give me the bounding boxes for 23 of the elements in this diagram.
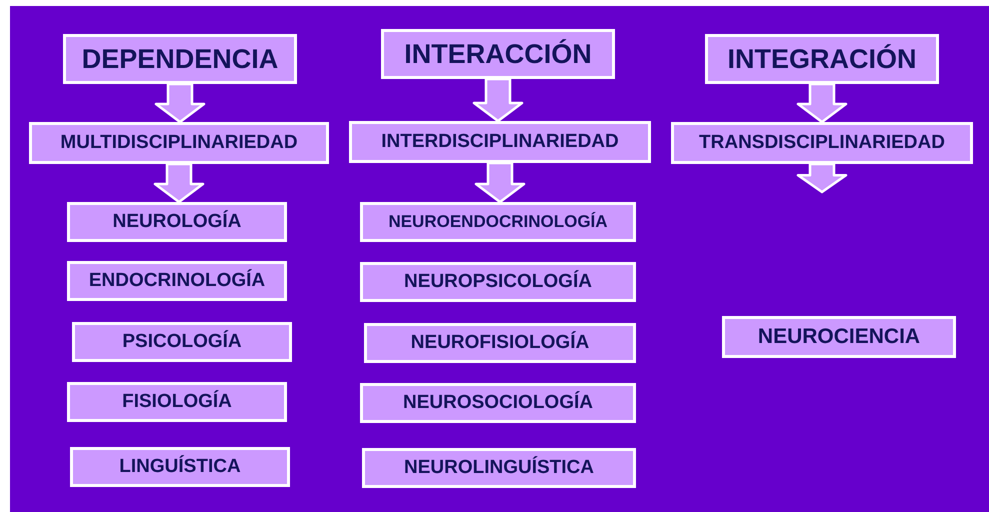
discipline-box: NEUROLINGUÍSTICA xyxy=(362,448,636,488)
block-arrow xyxy=(796,162,848,194)
block-arrow xyxy=(796,82,848,124)
discipline-box: NEUROPSICOLOGÍA xyxy=(360,262,636,302)
block-arrow xyxy=(154,82,206,124)
heading-box: INTERACCIÓN xyxy=(381,29,615,79)
heading-box: INTEGRACIÓN xyxy=(705,34,939,84)
heading-box: DEPENDENCIA xyxy=(63,34,297,84)
block-arrow xyxy=(474,162,526,204)
block-arrow xyxy=(154,162,204,204)
block-arrow xyxy=(472,78,524,122)
discipline-box: NEUROFISIOLOGÍA xyxy=(364,323,636,363)
discipline-box: NEUROCIENCIA xyxy=(722,316,956,358)
discipline-box: ENDOCRINOLOGÍA xyxy=(67,261,287,301)
discipline-box: LINGUÍSTICA xyxy=(70,447,290,487)
discipline-box: FISIOLOGÍA xyxy=(67,382,287,422)
discipline-box: NEUROENDOCRINOLOGÍA xyxy=(360,202,636,242)
category-box: MULTIDISCIPLINARIEDAD xyxy=(29,122,329,164)
category-box: TRANSDISCIPLINARIEDAD xyxy=(671,122,973,164)
discipline-box: PSICOLOGÍA xyxy=(72,322,292,362)
discipline-box: NEUROSOCIOLOGÍA xyxy=(360,383,636,423)
category-box: INTERDISCIPLINARIEDAD xyxy=(349,121,651,163)
discipline-box: NEUROLOGÍA xyxy=(67,202,287,242)
